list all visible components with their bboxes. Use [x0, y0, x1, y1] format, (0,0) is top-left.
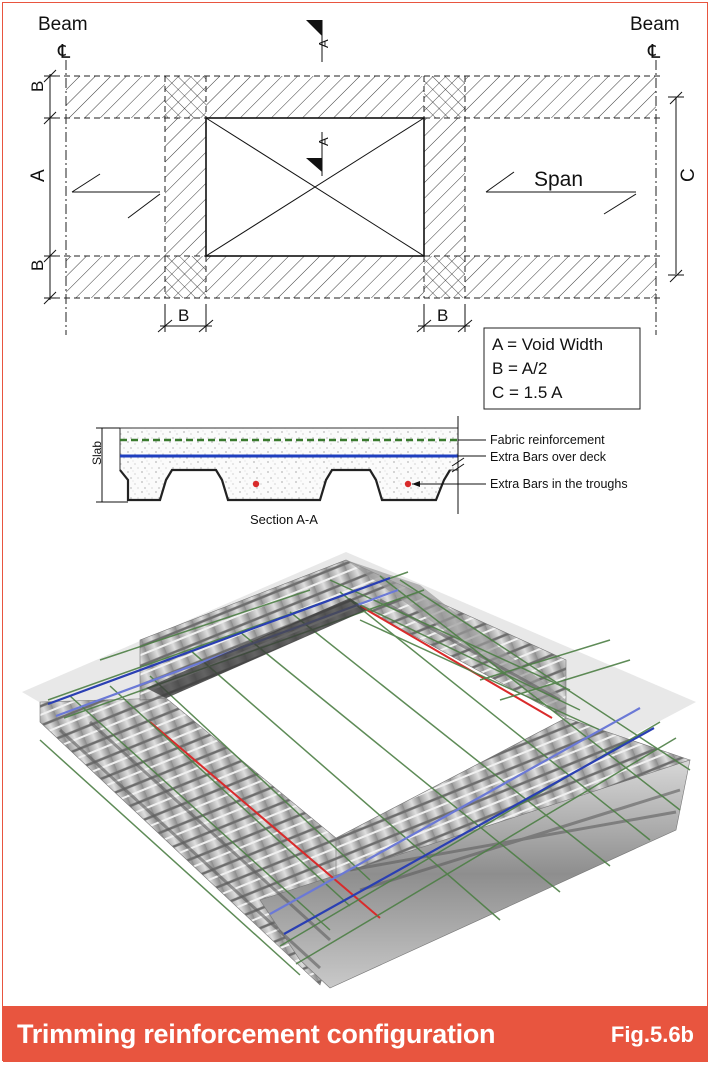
trough-bar-right — [404, 480, 412, 488]
top-trim-strip — [66, 76, 656, 118]
right-trim-strip — [424, 118, 465, 256]
dim-b-bottom-label: B — [28, 260, 47, 271]
dim-c-label: C — [678, 168, 699, 182]
figure-caption-bar: Trimming reinforcement configuration Fig… — [3, 1006, 708, 1062]
section-arrow-mid — [306, 158, 322, 172]
legend-item-b: B = A/2 — [492, 359, 547, 378]
section-view: Slab Fabric reinforcement Extra Bars ove… — [90, 416, 628, 527]
trough-bar-3d-right — [359, 605, 553, 719]
span-label: Span — [534, 168, 583, 191]
callout-extra-bars-troughs: Extra Bars in the troughs — [490, 477, 628, 491]
caption-title: Trimming reinforcement configuration — [17, 1019, 496, 1049]
plan-view: Beam Beam ℄ ℄ A A B A B C B B Span — [28, 14, 699, 335]
overlap-bottom-left — [165, 256, 206, 298]
callout-fabric: Fabric reinforcement — [490, 433, 605, 447]
dim-b-left-label: B — [178, 306, 189, 325]
beam-right-label: Beam — [630, 14, 680, 35]
beam-left-label: Beam — [38, 14, 88, 35]
isometric-illustration — [22, 552, 696, 989]
dim-b-right-label: B — [437, 306, 448, 325]
section-title: Section A-A — [250, 512, 318, 527]
deck-strip-front — [259, 759, 691, 989]
legend-box: A = Void Width B = A/2 C = 1.5 A — [483, 327, 641, 410]
trough-bar-left — [252, 480, 260, 488]
trough-bar-3d-left — [149, 721, 381, 919]
callout-extra-bars-deck: Extra Bars over deck — [490, 450, 607, 464]
legend-item-a: A = Void Width — [492, 335, 603, 354]
section-label-mid: A — [316, 137, 331, 146]
bottom-trim-strip — [66, 256, 656, 298]
figure-number: Fig.5.6b — [610, 1022, 694, 1047]
left-trim-strip — [165, 118, 206, 256]
overlap-top-right — [424, 76, 465, 118]
centerline-left-symbol: ℄ — [57, 42, 71, 63]
overlap-top-left — [165, 76, 206, 118]
slab-label: Slab — [90, 441, 104, 465]
dim-b-top-label: B — [28, 81, 47, 92]
overlap-bottom-right — [424, 256, 465, 298]
section-arrow-top — [306, 20, 322, 36]
legend-item-c: C = 1.5 A — [492, 383, 563, 402]
steel-deck-profile — [119, 468, 451, 502]
dim-a-label: A — [28, 169, 49, 182]
section-label-top: A — [316, 39, 331, 48]
centerline-right-symbol: ℄ — [647, 42, 661, 63]
